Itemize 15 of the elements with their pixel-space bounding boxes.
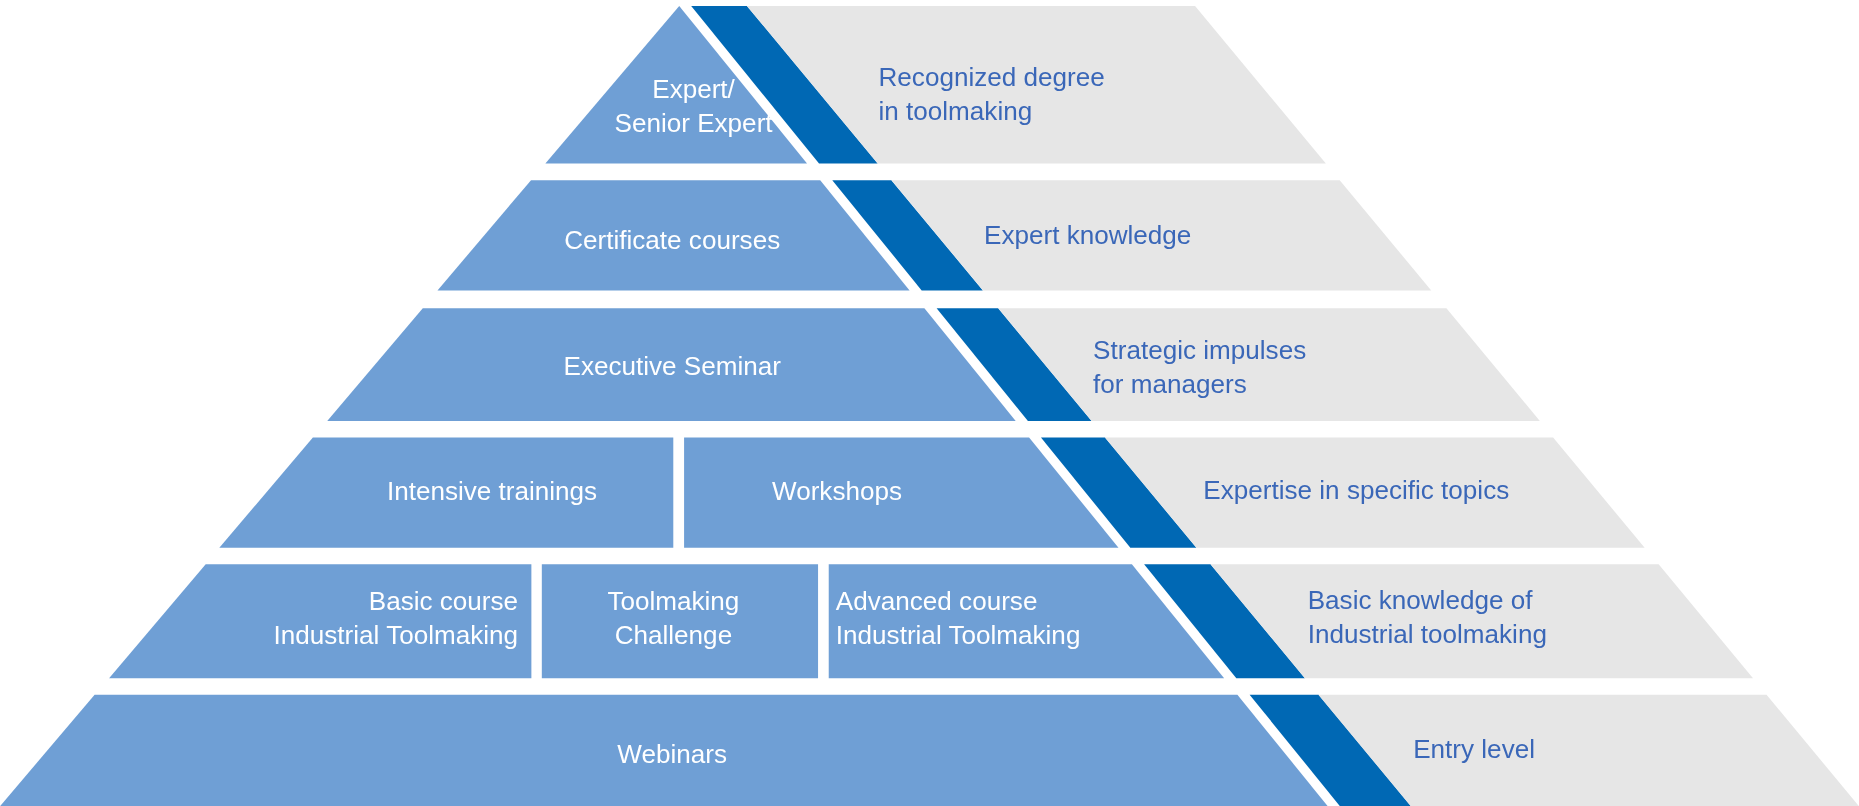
- description-text: Recognized degree in toolmaking: [878, 61, 1106, 128]
- tier-label: Toolmaking Challenge: [606, 585, 741, 652]
- tier-label: Advanced course Industrial Toolmaking: [835, 585, 1082, 652]
- tier-label: Certificate courses: [564, 223, 781, 257]
- tier-label: Executive Seminar: [563, 350, 781, 384]
- description-text: Expert knowledge: [984, 219, 1192, 252]
- tier-label: Intensive trainings: [386, 475, 598, 508]
- tier-label: Basic course Industrial Toolmaking: [272, 585, 519, 652]
- description-text: Strategic impulses for managers: [1093, 333, 1308, 401]
- description-text: Basic knowledge of Industrial toolmaking: [1307, 584, 1548, 651]
- tier-label: Workshops: [772, 475, 902, 508]
- tier-label: Webinars: [617, 738, 728, 772]
- tier-label: Expert/ Senior Expert: [613, 73, 774, 140]
- description-text: Expertise in specific topics: [1203, 474, 1510, 507]
- description-text: Entry level: [1413, 733, 1535, 767]
